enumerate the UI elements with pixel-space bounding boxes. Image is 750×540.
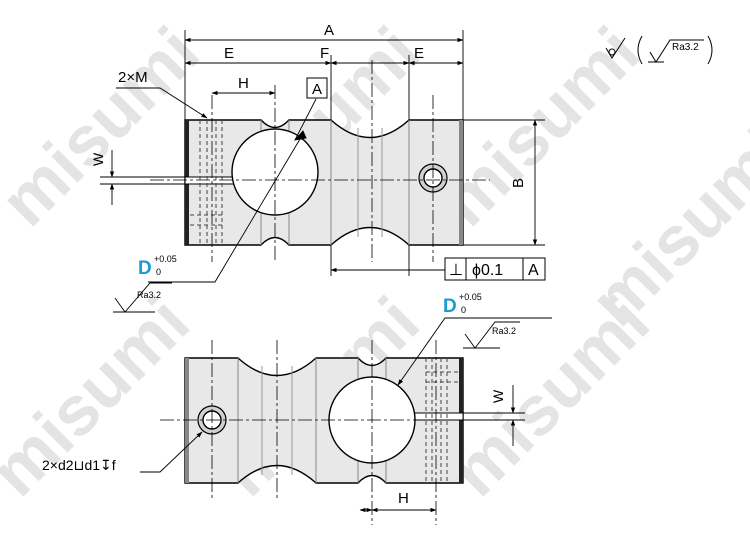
bore-tol-upper-bottom: +0.05: [459, 292, 482, 302]
dim-label-h-bottom: H: [398, 490, 409, 507]
dim-label-w-top: W: [90, 152, 106, 166]
watermark-text: misumi: [0, 282, 204, 510]
tolerance-frame: ⊥ ϕ0.1 A: [444, 257, 546, 281]
count-label-m: 2×M: [118, 69, 148, 86]
bore-label-d-top: D: [138, 258, 152, 279]
bore-tol-lower-bottom: 0: [461, 305, 466, 315]
bore-tol-lower-top: 0: [156, 267, 161, 277]
tolerance-datum: A: [528, 262, 539, 279]
datum-box-a: [306, 77, 328, 99]
bottom-dimensions: [140, 317, 552, 513]
dim-label-f: F: [320, 45, 329, 62]
top-view: [150, 60, 490, 262]
bore-label-d-bottom: D: [443, 296, 457, 317]
dim-label-e-right: E: [414, 45, 424, 62]
surface-finish-symbol: [605, 35, 713, 65]
roughness-label-global: Ra3.2: [672, 42, 699, 53]
tolerance-value: ϕ0.1: [472, 262, 503, 279]
bottom-view: [160, 340, 480, 525]
bore-tol-upper-top: +0.05: [154, 254, 177, 264]
roughness-label-top: Ra3.2: [137, 290, 161, 300]
hole-callout: 2×d2⊔d1↧f: [42, 457, 116, 473]
top-dimensions: [100, 30, 545, 313]
dim-label-e-left: E: [224, 45, 234, 62]
perpendicularity-symbol: ⊥: [449, 262, 463, 279]
roughness-label-bottom: Ra3.2: [492, 326, 516, 336]
dim-label-a: A: [324, 22, 334, 39]
dim-label-b: B: [510, 178, 527, 188]
datum-label-a: A: [312, 81, 322, 98]
watermark-text: misumi: [0, 12, 214, 240]
dim-label-w-bottom: W: [490, 389, 506, 403]
watermark-text: misumi: [575, 112, 750, 340]
dim-label-h-top: H: [238, 75, 249, 92]
